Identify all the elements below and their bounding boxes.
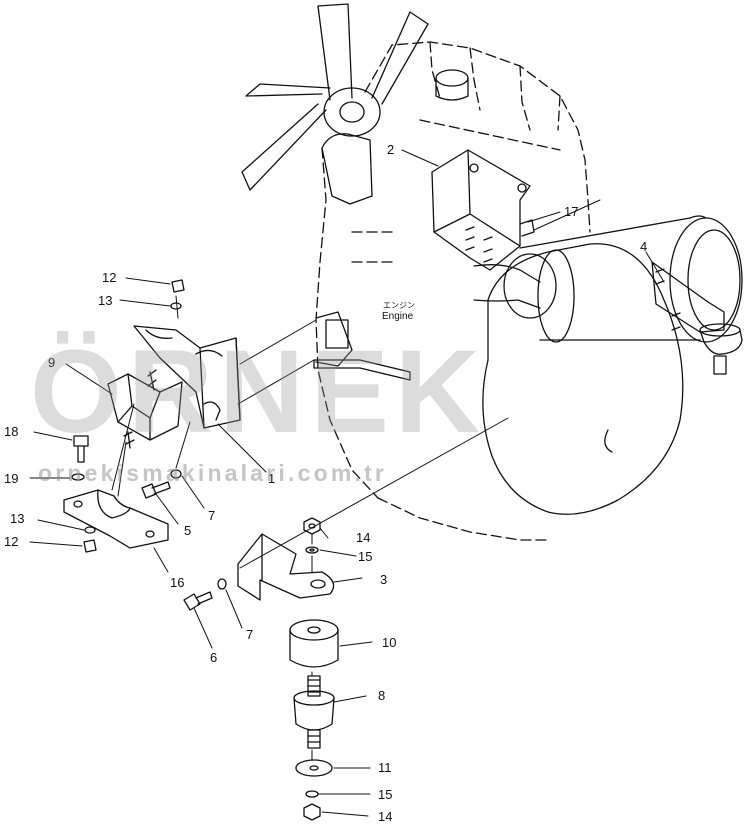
callout-part-15-upper: 15 — [358, 549, 373, 564]
callout-part-7-lower: 7 — [246, 627, 254, 642]
bracket-16 — [63, 489, 169, 549]
callout-part-8: 8 — [378, 688, 386, 703]
bracket-2 — [431, 149, 535, 271]
engine-details — [241, 3, 743, 515]
callout-part-13-upper: 13 — [98, 293, 113, 308]
callout-part-19: 19 — [4, 471, 19, 486]
engine-label: Engine — [382, 311, 414, 322]
callout-part-14-lower: 14 — [378, 809, 393, 824]
cushion-8 — [293, 675, 335, 749]
bracket-4 — [651, 261, 743, 375]
callout-part-2: 2 — [387, 142, 395, 157]
cushion-9 — [107, 369, 183, 449]
bracket-1 — [133, 325, 241, 429]
callout-part-9: 9 — [48, 355, 56, 370]
callout-part-7-upper: 7 — [208, 508, 216, 523]
callout-part-16: 16 — [170, 575, 185, 590]
callout-part-5: 5 — [184, 523, 192, 538]
leader-lines — [29, 149, 665, 817]
fasteners-lower — [303, 790, 321, 821]
callout-part-10: 10 — [382, 635, 397, 650]
callout-part-3: 3 — [380, 572, 388, 587]
callout-part-6: 6 — [210, 650, 218, 665]
assembly-lines — [111, 199, 601, 761]
callout-part-14-upper: 14 — [356, 530, 371, 545]
bracket-3 — [237, 533, 335, 601]
callout-part-11: 11 — [378, 760, 392, 775]
fasteners — [71, 279, 321, 611]
washer-11 — [295, 759, 333, 777]
callout-part-17: 17 — [564, 204, 579, 219]
callout-part-15-lower: 15 — [378, 787, 393, 802]
callout-part-13-lower: 13 — [10, 511, 25, 526]
spacer-10 — [289, 619, 339, 668]
callout-part-18: 18 — [4, 424, 19, 439]
callout-part-4: 4 — [640, 239, 648, 254]
callout-part-12-upper: 12 — [102, 270, 117, 285]
engine-block-outline — [315, 41, 591, 541]
engine-label-japanese: エンジン — [383, 301, 415, 310]
callout-part-12-lower: 12 — [4, 534, 19, 549]
callout-part-1: 1 — [268, 471, 276, 486]
